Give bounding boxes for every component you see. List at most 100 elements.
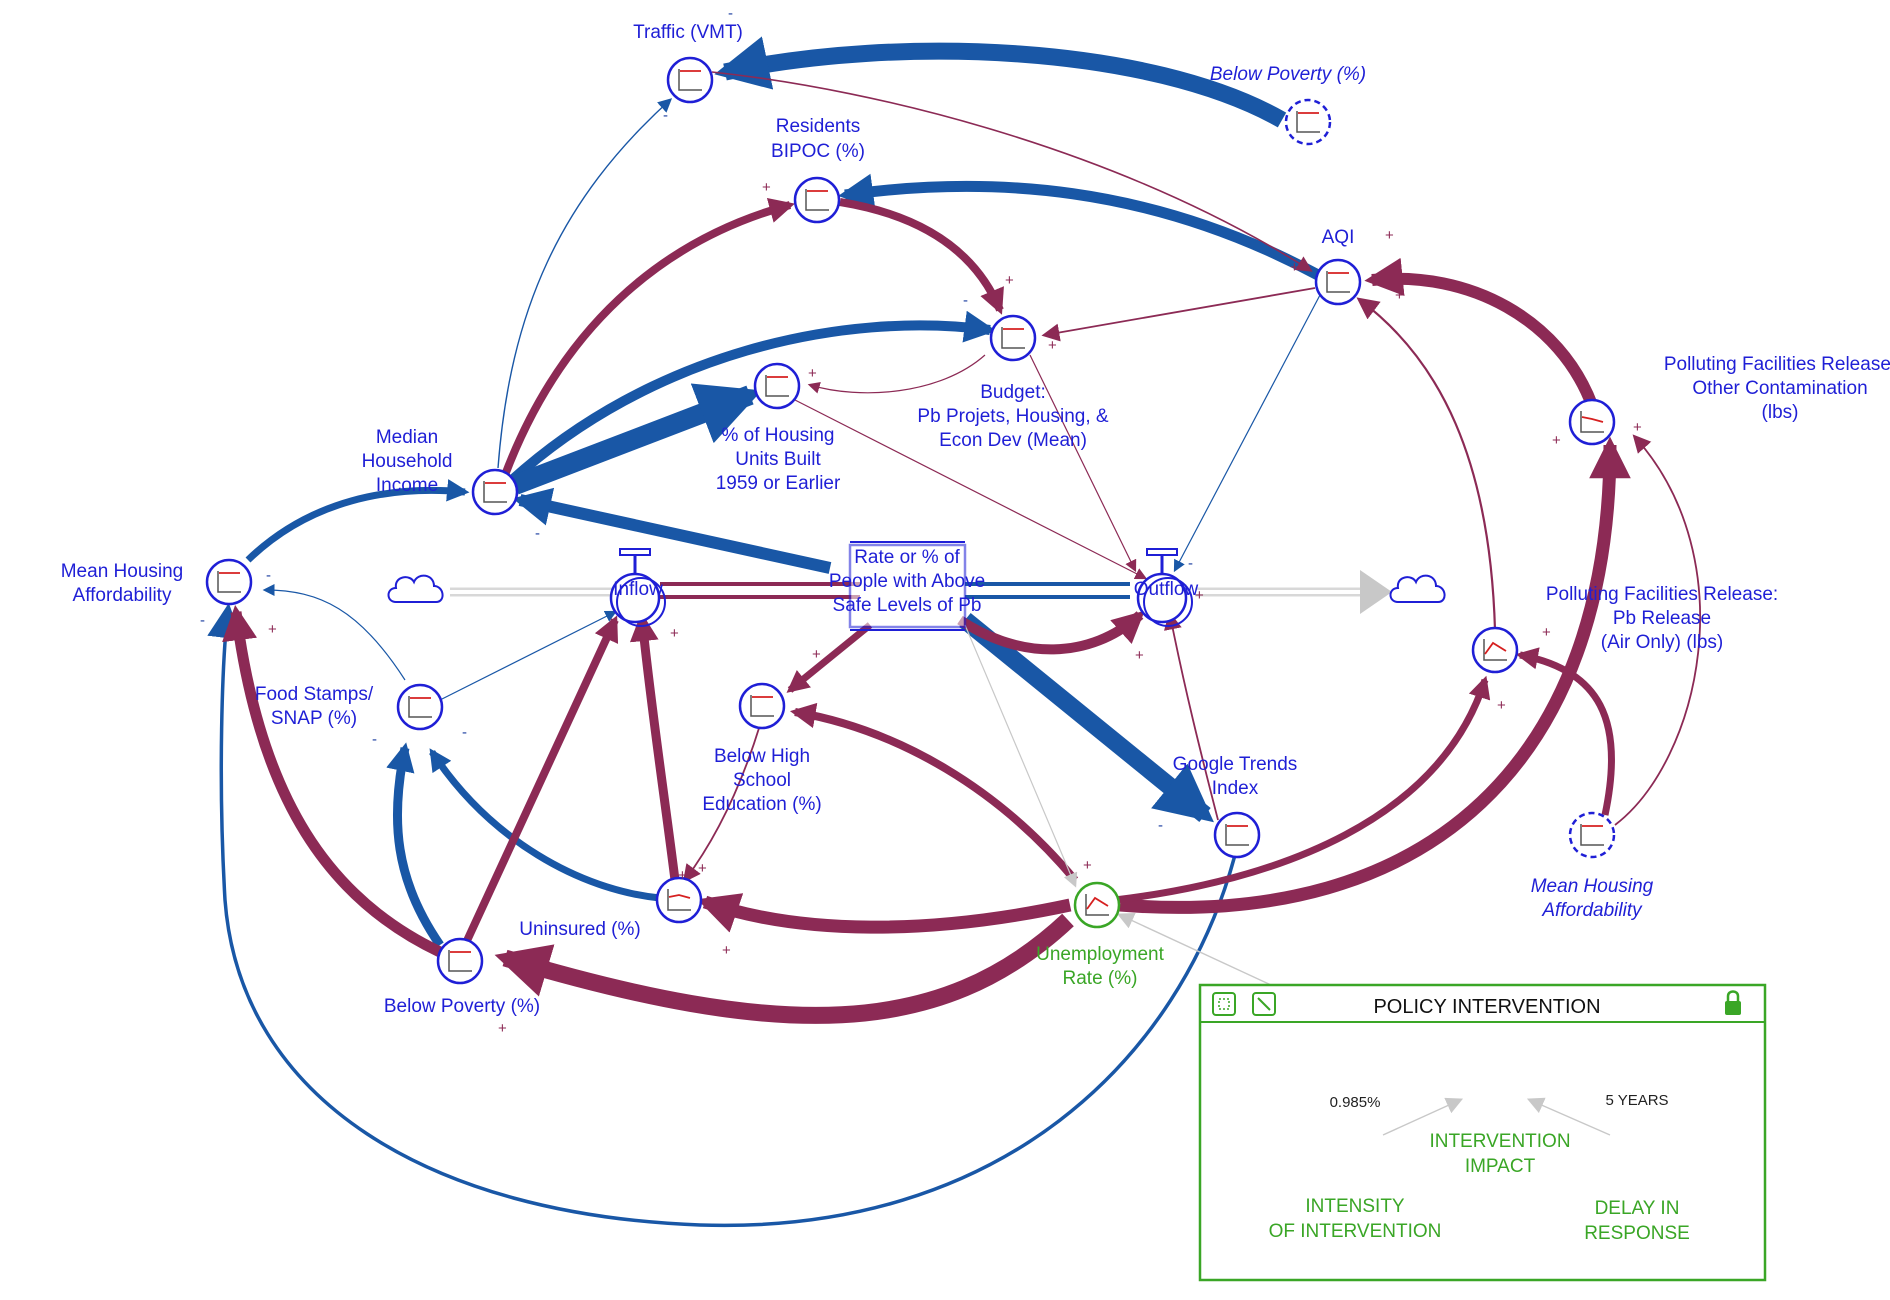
sparkline-axes-icon [1225, 824, 1249, 846]
sparkline-axes-icon [1085, 894, 1109, 916]
delay-label-1: DELAY IN [1595, 1198, 1680, 1219]
polarity-signs: ++-++++--+---+--++++-++-+++++++++ [200, 5, 1642, 1037]
plus-sign: + [1395, 287, 1404, 304]
food-stamps-node[interactable] [396, 683, 444, 731]
stock-label-3: Safe Levels of Pb [833, 595, 982, 616]
polluting-other-node[interactable] [1568, 398, 1616, 446]
minus-sign: - [372, 731, 377, 748]
plus-sign: + [268, 621, 277, 638]
panel-title: POLICY INTERVENTION [1373, 996, 1600, 1018]
sparkline-axes-icon [765, 375, 789, 397]
plus-sign: + [1135, 647, 1144, 664]
unemployment-node[interactable] [1073, 881, 1121, 929]
policy-intervention-panel [1198, 983, 1767, 1282]
polluting-air-label-1: Polluting Facilities Release: [1546, 584, 1778, 605]
below-poverty-bottom-label: Below Poverty (%) [384, 996, 540, 1017]
plus-sign: + [1633, 419, 1642, 436]
plus-sign: + [762, 179, 771, 196]
mean-housing-left-label-1: Mean Housing [61, 561, 184, 582]
minus-sign: - [1158, 817, 1163, 834]
inflow-valve-icon [609, 548, 666, 627]
below-high-school-label-2: School [733, 770, 791, 791]
below-high-school-label-1: Below High [714, 746, 810, 767]
delay-value: 5 YEARS [1605, 1092, 1668, 1109]
sparkline-axes-icon [750, 695, 774, 717]
plus-sign: + [1083, 857, 1092, 874]
median-income-label-2: Household [362, 451, 453, 472]
uninsured-node[interactable] [655, 876, 703, 924]
sparkline-axes-icon [448, 950, 472, 972]
below-high-school-node[interactable] [738, 682, 786, 730]
plus-sign: + [1005, 272, 1014, 289]
housing-units-label-1: % of Housing [721, 425, 834, 446]
budget-label-1: Budget: [980, 382, 1046, 403]
plus-sign: + [678, 867, 687, 884]
minus-sign: - [1188, 555, 1193, 572]
sparkline-axes-icon [678, 69, 702, 91]
mean-housing-right-node[interactable] [1568, 811, 1616, 859]
unemployment-label-1: Unemployment [1036, 944, 1164, 965]
sparkline-axes-icon [1580, 411, 1604, 433]
intensity-value: 0.985% [1330, 1094, 1381, 1111]
minus-sign: - [200, 612, 205, 629]
polluting-other-label-1: Polluting Facilities Release: [1664, 354, 1890, 375]
food-stamps-label-1: Food Stamps/ [255, 684, 374, 705]
below-poverty-bottom-node[interactable] [436, 937, 484, 985]
minus-sign: - [266, 567, 271, 584]
sparkline-axes-icon [217, 571, 241, 593]
plus-sign: + [1552, 432, 1561, 449]
sparkline-icon [1086, 896, 1109, 910]
mean-housing-right-label-2: Affordability [1541, 900, 1643, 921]
polluting-other-label-3: (lbs) [1762, 402, 1799, 423]
panel-link-icon[interactable] [1252, 992, 1276, 1016]
mean-housing-right-label-1: Mean Housing [1531, 876, 1654, 897]
sparkline-axes-icon [408, 696, 432, 718]
intervention-impact-label-2: IMPACT [1465, 1156, 1536, 1177]
aqi-node[interactable] [1314, 258, 1362, 306]
polluting-air-node[interactable] [1471, 626, 1519, 674]
housing-units-label-2: Units Built [735, 449, 821, 470]
google-trends-node[interactable] [1213, 811, 1261, 859]
panel-select-icon[interactable] [1212, 992, 1236, 1016]
plus-sign: + [498, 1020, 507, 1037]
budget-node[interactable] [989, 314, 1037, 362]
budget-label-2: Pb Projets, Housing, & [917, 406, 1108, 427]
minus-sign: - [728, 5, 733, 22]
stock-label-2: People with Above [829, 571, 985, 592]
plus-sign: + [1290, 259, 1299, 276]
lock-icon[interactable] [1725, 990, 1741, 1016]
stock-box[interactable] [848, 541, 967, 631]
node-layer [205, 56, 1669, 1184]
plus-sign: + [798, 677, 807, 694]
sparkline-axes-icon [483, 481, 507, 503]
polluting-air-label-2: Pb Release [1613, 608, 1711, 629]
mean-housing-left-node[interactable] [205, 558, 253, 606]
plus-sign: + [1385, 227, 1394, 244]
sparkline-axes-icon [1483, 639, 1507, 661]
median-income-label-1: Median [376, 427, 438, 448]
source-cloud-icon [387, 574, 444, 603]
residents-bipoc-node[interactable] [793, 176, 841, 224]
below-poverty-top-node[interactable] [1284, 98, 1332, 146]
median-income-node[interactable] [471, 468, 519, 516]
inflow-label: Inflow [613, 579, 663, 600]
housing-units-node[interactable] [753, 362, 801, 410]
intervention-impact-label-1: INTERVENTION [1429, 1131, 1570, 1152]
outflow-valve-icon [1136, 548, 1193, 627]
traffic-node[interactable] [666, 56, 714, 104]
minus-sign: - [663, 107, 668, 124]
stock-label-1: Rate or % of [854, 547, 960, 568]
sparkline-axes-icon [667, 889, 691, 911]
intensity-label-1: INTENSITY [1305, 1196, 1405, 1217]
google-trends-label-1: Google Trends [1173, 754, 1298, 775]
delay-label-2: RESPONSE [1584, 1223, 1690, 1244]
outflow-label: Outflow [1134, 579, 1199, 600]
links [207, 36, 1701, 1228]
food-stamps-label-2: SNAP (%) [271, 708, 357, 729]
sparkline-axes-icon [1580, 824, 1604, 846]
sparkline-axes-icon [1326, 271, 1350, 293]
aqi-label: AQI [1322, 227, 1355, 248]
minus-sign: - [462, 724, 467, 741]
unemployment-label-2: Rate (%) [1063, 968, 1138, 989]
